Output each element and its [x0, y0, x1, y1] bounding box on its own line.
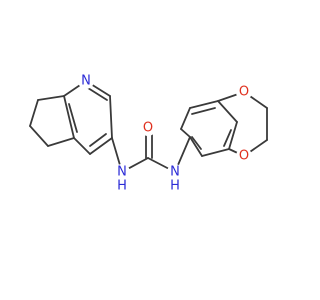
dioxane-oxygen-top-label: O: [239, 85, 249, 100]
bond: [201, 148, 230, 157]
bond: [29, 125, 49, 147]
bond: [191, 136, 202, 150]
pyridine-nitrogen: N: [78, 73, 94, 89]
bond: [73, 137, 91, 155]
bond: [68, 103, 78, 133]
amide-hydrogen-right-label: H: [170, 179, 180, 194]
bond: [217, 100, 238, 123]
atom-labels: N N H O N H O O: [78, 73, 252, 194]
bond: [189, 100, 219, 109]
carbonyl-oxygen: O: [140, 120, 156, 136]
bond: [87, 87, 108, 101]
carbonyl-oxygen-label: O: [143, 121, 153, 136]
chemical-structure-diagram: N N H O N H O O: [29, 73, 268, 194]
amide-nitrogen-right-label: N: [170, 165, 180, 180]
amide-nitrogen-right: N H: [167, 164, 183, 194]
bond: [63, 95, 75, 139]
bond: [89, 137, 113, 155]
bond: [189, 136, 203, 157]
bond: [29, 99, 39, 127]
bond: [180, 107, 191, 130]
dioxane-oxygen-top: O: [236, 84, 252, 100]
bond: [191, 107, 216, 115]
bond: [223, 129, 232, 147]
amide-nitrogen-left-label: N: [117, 165, 127, 180]
bond: [37, 95, 65, 101]
amide-nitrogen-left: N H: [114, 164, 130, 194]
dioxane-oxygen-bottom-label: O: [239, 149, 249, 164]
bond: [89, 133, 107, 147]
bond: [180, 128, 191, 138]
amide-hydrogen-left-label: H: [117, 179, 127, 194]
bond: [228, 121, 238, 150]
bond: [109, 95, 113, 139]
pyridine-nitrogen-label: N: [81, 74, 91, 89]
bond: [47, 137, 75, 147]
dioxane-oxygen-bottom: O: [236, 148, 252, 164]
